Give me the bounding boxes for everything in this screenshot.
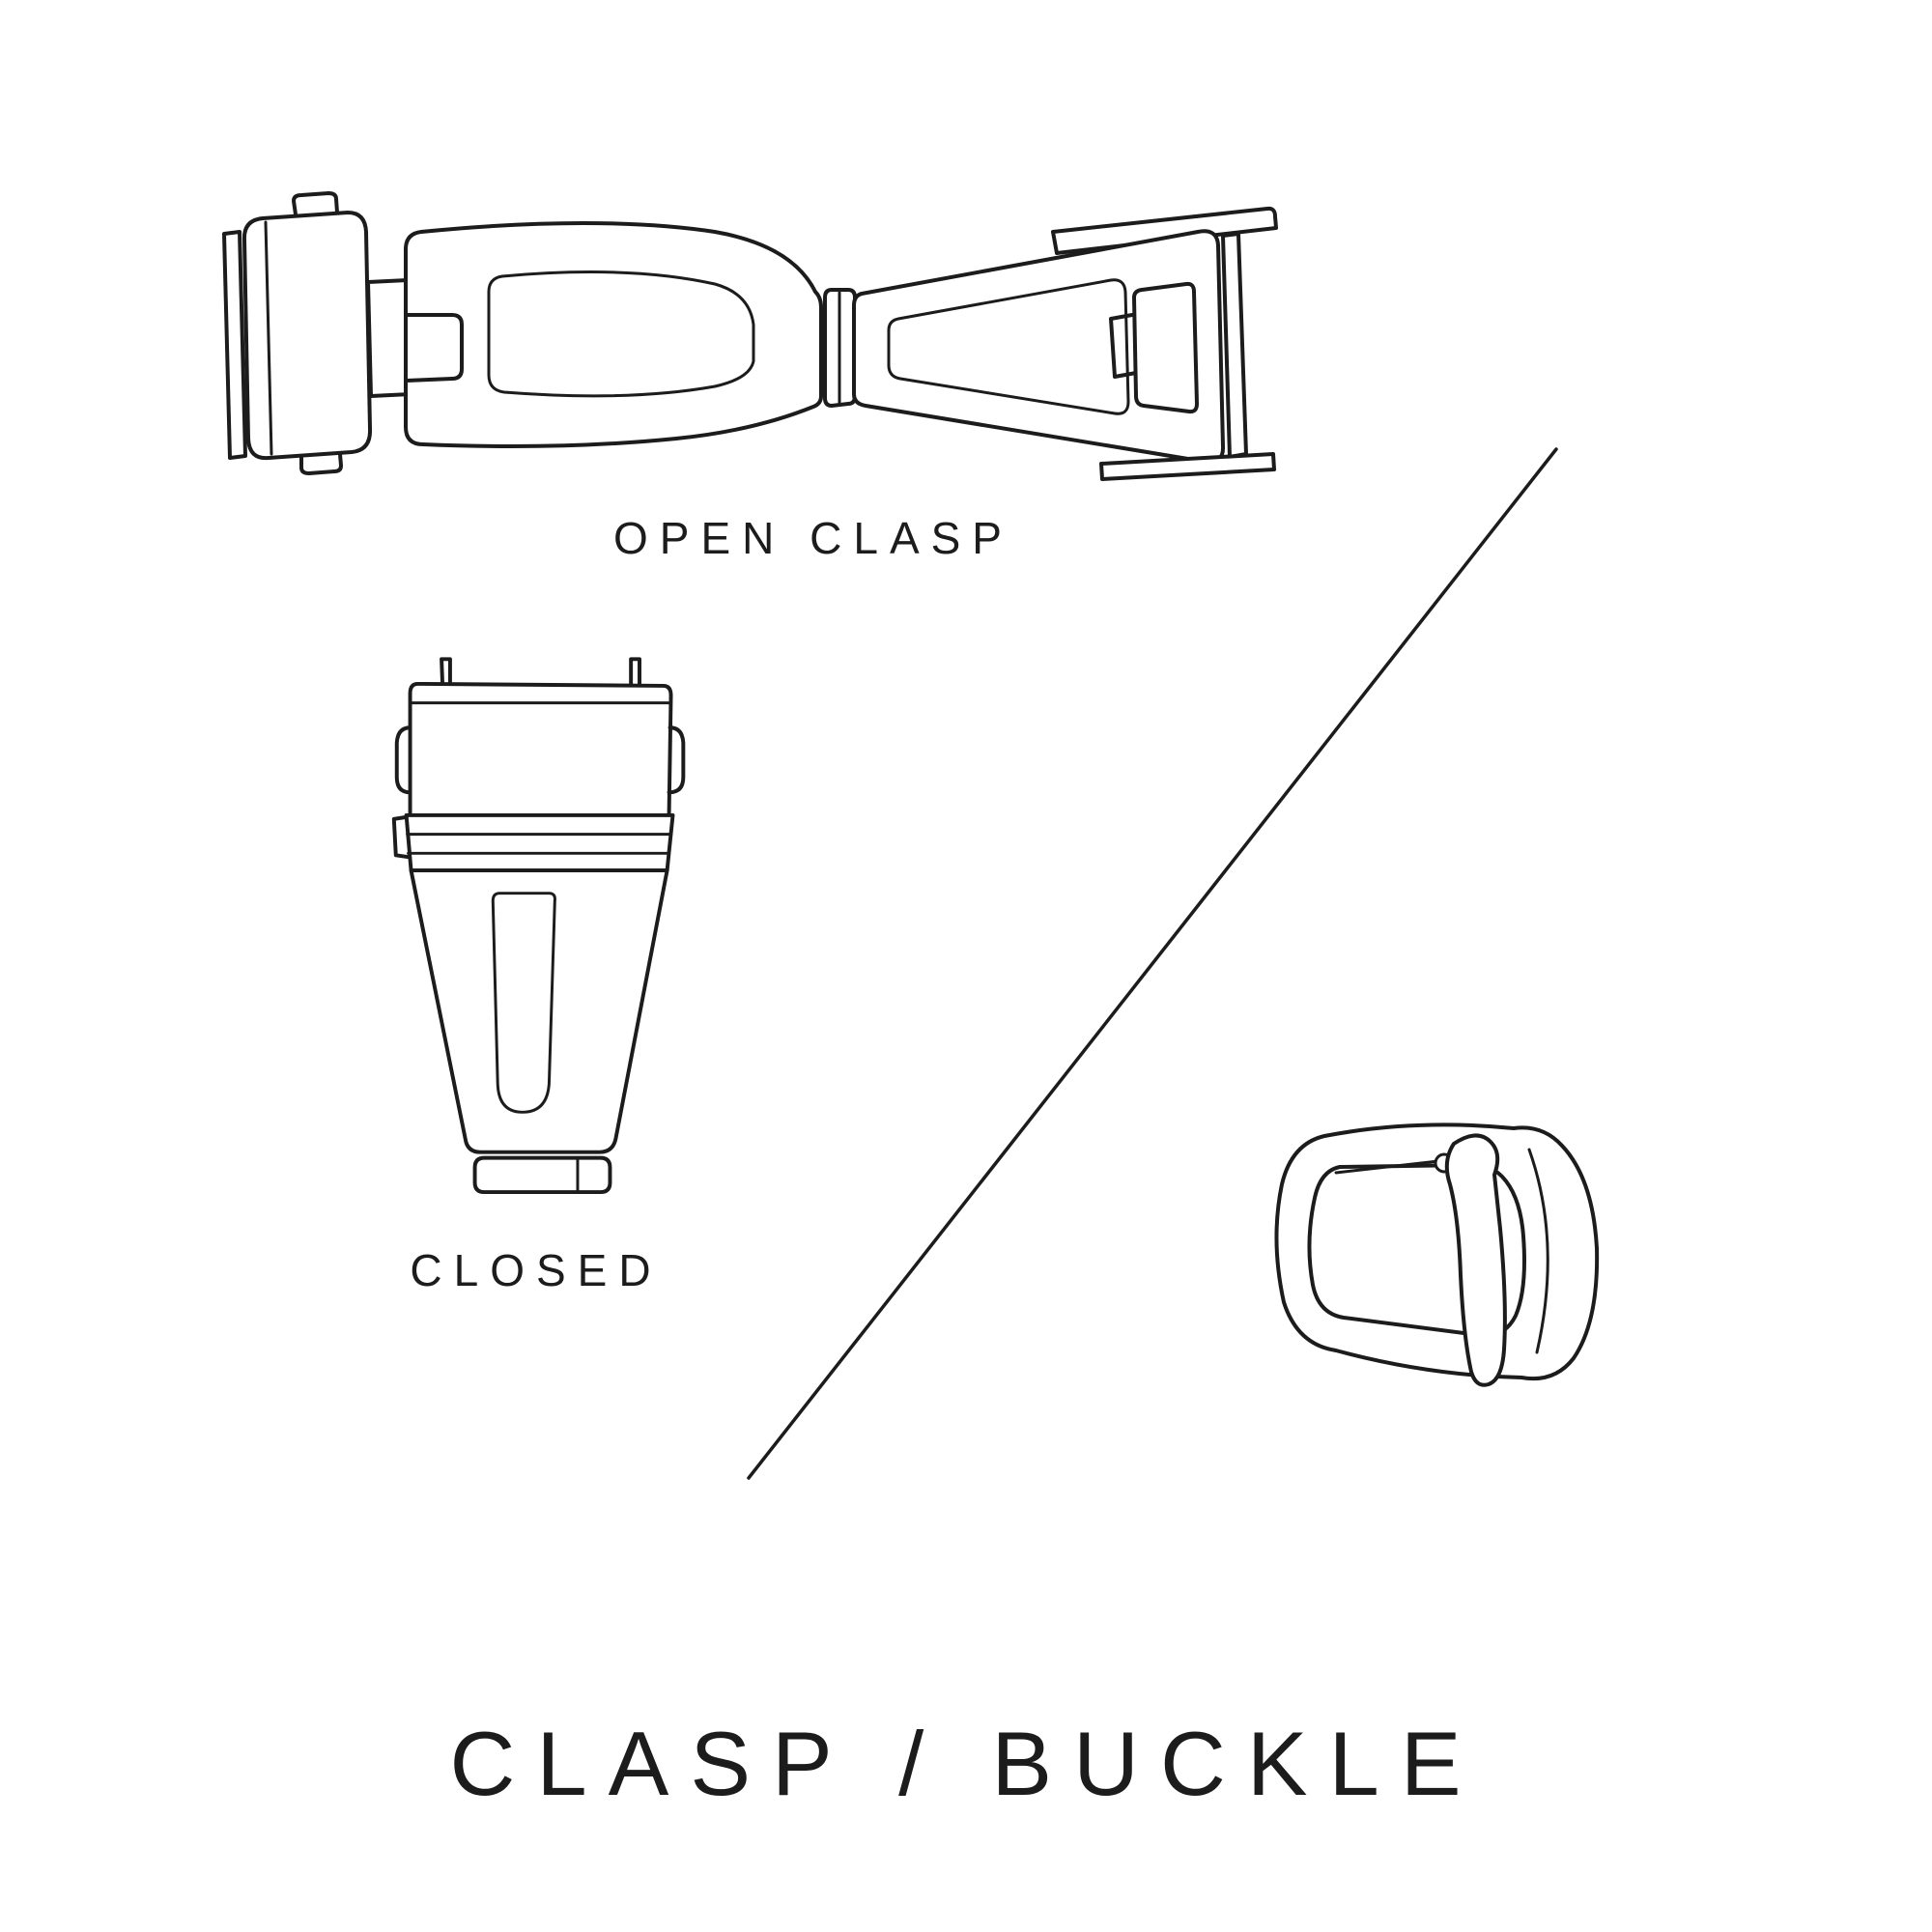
buckle-spring-bar: [1334, 1159, 1440, 1175]
open-clasp-fold-end: [242, 211, 373, 461]
closed-clasp-foot: [472, 1155, 612, 1195]
tang-buckle-illustration: [1274, 1122, 1600, 1387]
closed-clasp-cover: [408, 681, 673, 817]
open-clasp-caption: OPEN CLASP: [613, 513, 1013, 563]
open-clasp-end-bracket: [1221, 232, 1248, 459]
open-clasp-keeper: [1132, 281, 1199, 414]
closed-clasp-prongs: [440, 657, 452, 686]
closed-clasp-illustration: [391, 657, 686, 1195]
open-clasp-end-strip: [222, 230, 247, 460]
page-title: CLASP / BUCKLE: [449, 1713, 1483, 1814]
open-clasp-top-sliver: [1051, 206, 1278, 255]
closed-clasp-body: [409, 868, 669, 1154]
buckle-prong: [1444, 1133, 1507, 1387]
open-clasp-illustration: [222, 191, 1278, 481]
closed-clasp-bands: [404, 812, 675, 873]
closed-clasp-caption: CLOSED: [410, 1245, 663, 1295]
closed-clasp-slot: [491, 892, 556, 1114]
closed-clasp-side-tab: [394, 725, 412, 795]
open-clasp-left-plate: [404, 221, 823, 448]
